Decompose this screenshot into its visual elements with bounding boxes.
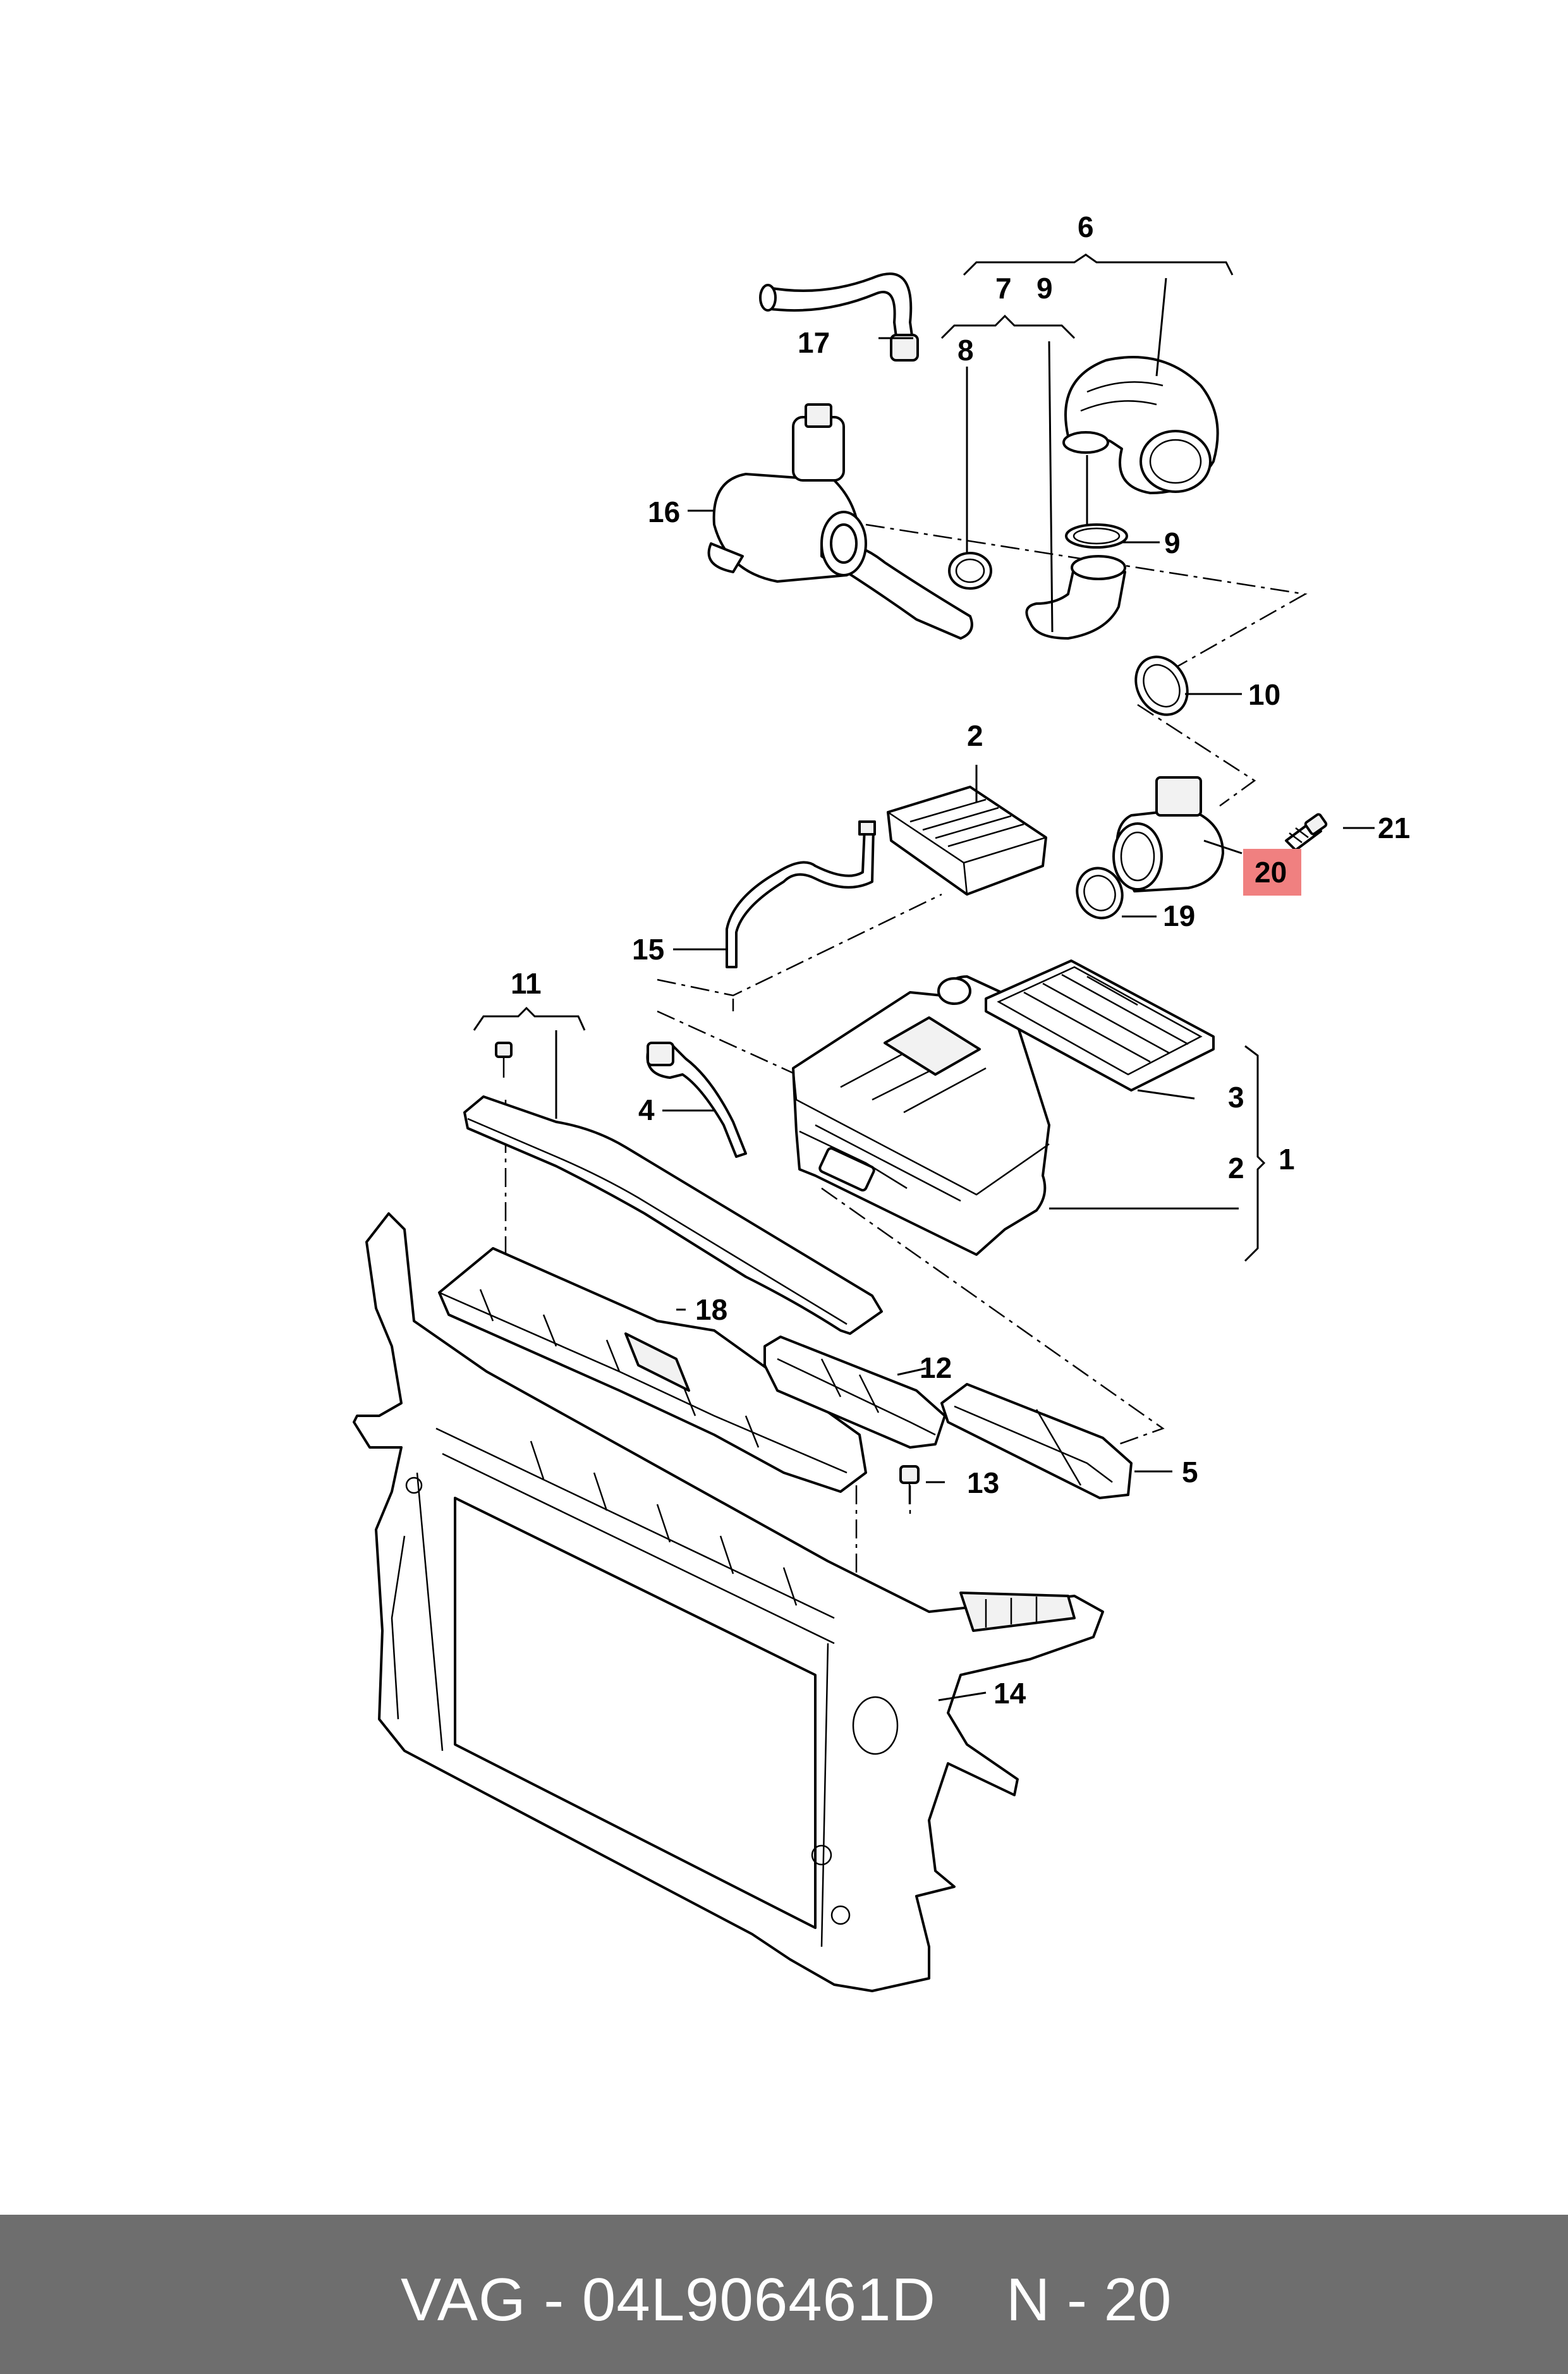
callout-7: 7	[995, 272, 1012, 305]
part-15-vent-hose	[726, 820, 876, 968]
part-16-valve-housing	[707, 403, 973, 640]
part-5-air-intake	[940, 1383, 1133, 1499]
callout-16: 16	[648, 496, 680, 528]
part-4-drain-hose	[646, 1042, 747, 1158]
callout-11: 11	[511, 967, 542, 1000]
callout-2-bottom: 2	[1228, 1152, 1244, 1184]
part-8-o-ring	[948, 552, 992, 590]
part-1-air-filter-housing	[792, 975, 1050, 1256]
callout-13: 13	[967, 1466, 999, 1499]
callout-10: 10	[1248, 678, 1280, 711]
leader-lines	[473, 253, 1375, 1701]
callout-17: 17	[798, 326, 830, 359]
part-11-air-guide	[463, 1042, 883, 1335]
callout-18: 18	[695, 1293, 727, 1326]
callout-9-bottom: 9	[1164, 527, 1181, 559]
callout-14: 14	[994, 1677, 1026, 1710]
callout-21: 21	[1378, 812, 1410, 844]
assembly-lines	[504, 523, 1308, 1586]
exploded-parts-diagram: 6 7 9 17 8 16 9 10 2 21 20 19 15 11 3 4 …	[353, 210, 1410, 1992]
part-number: VAG - 04L906461D	[401, 2266, 936, 2334]
part-3-filter-panel	[985, 959, 1215, 1092]
callout-19: 19	[1163, 899, 1195, 932]
callout-2-top: 2	[967, 719, 983, 752]
part-12-guide-duct	[763, 1336, 946, 1449]
part-21-bolt	[1285, 813, 1328, 851]
callout-5: 5	[1182, 1456, 1198, 1488]
part-13-clip	[899, 1465, 920, 1504]
callout-8: 8	[957, 334, 974, 367]
diagram-reference: N - 20	[1006, 2266, 1172, 2334]
callout-20: 20	[1255, 856, 1287, 889]
part-2-filter-element	[887, 786, 1047, 896]
callout-4: 4	[638, 1093, 655, 1126]
part-10-hose-clamp	[1134, 655, 1189, 716]
part-20-air-mass-meter	[1112, 776, 1224, 892]
callout-6: 6	[1078, 210, 1094, 243]
footer-bar: VAG - 04L906461D N - 20	[0, 2215, 1568, 2374]
part-18-air-duct	[438, 1247, 867, 1493]
highlight-box	[1243, 849, 1301, 896]
part-17-breather-hose	[759, 272, 919, 362]
part-19-seal-ring	[1076, 867, 1124, 920]
callout-15: 15	[632, 933, 664, 966]
callout-9-top: 9	[1036, 272, 1053, 305]
part-6-intake-hose	[1062, 356, 1219, 494]
callout-3: 3	[1228, 1081, 1244, 1114]
part-7-elbow-hose	[1025, 523, 1128, 640]
callout-12: 12	[920, 1351, 952, 1384]
callout-numbers: 6 7 9 17 8 16 9 10 2 21 20 19 15 11 3 4 …	[511, 210, 1410, 1710]
part-14-lock-carrier	[353, 1212, 1104, 1992]
callout-1: 1	[1279, 1143, 1295, 1176]
